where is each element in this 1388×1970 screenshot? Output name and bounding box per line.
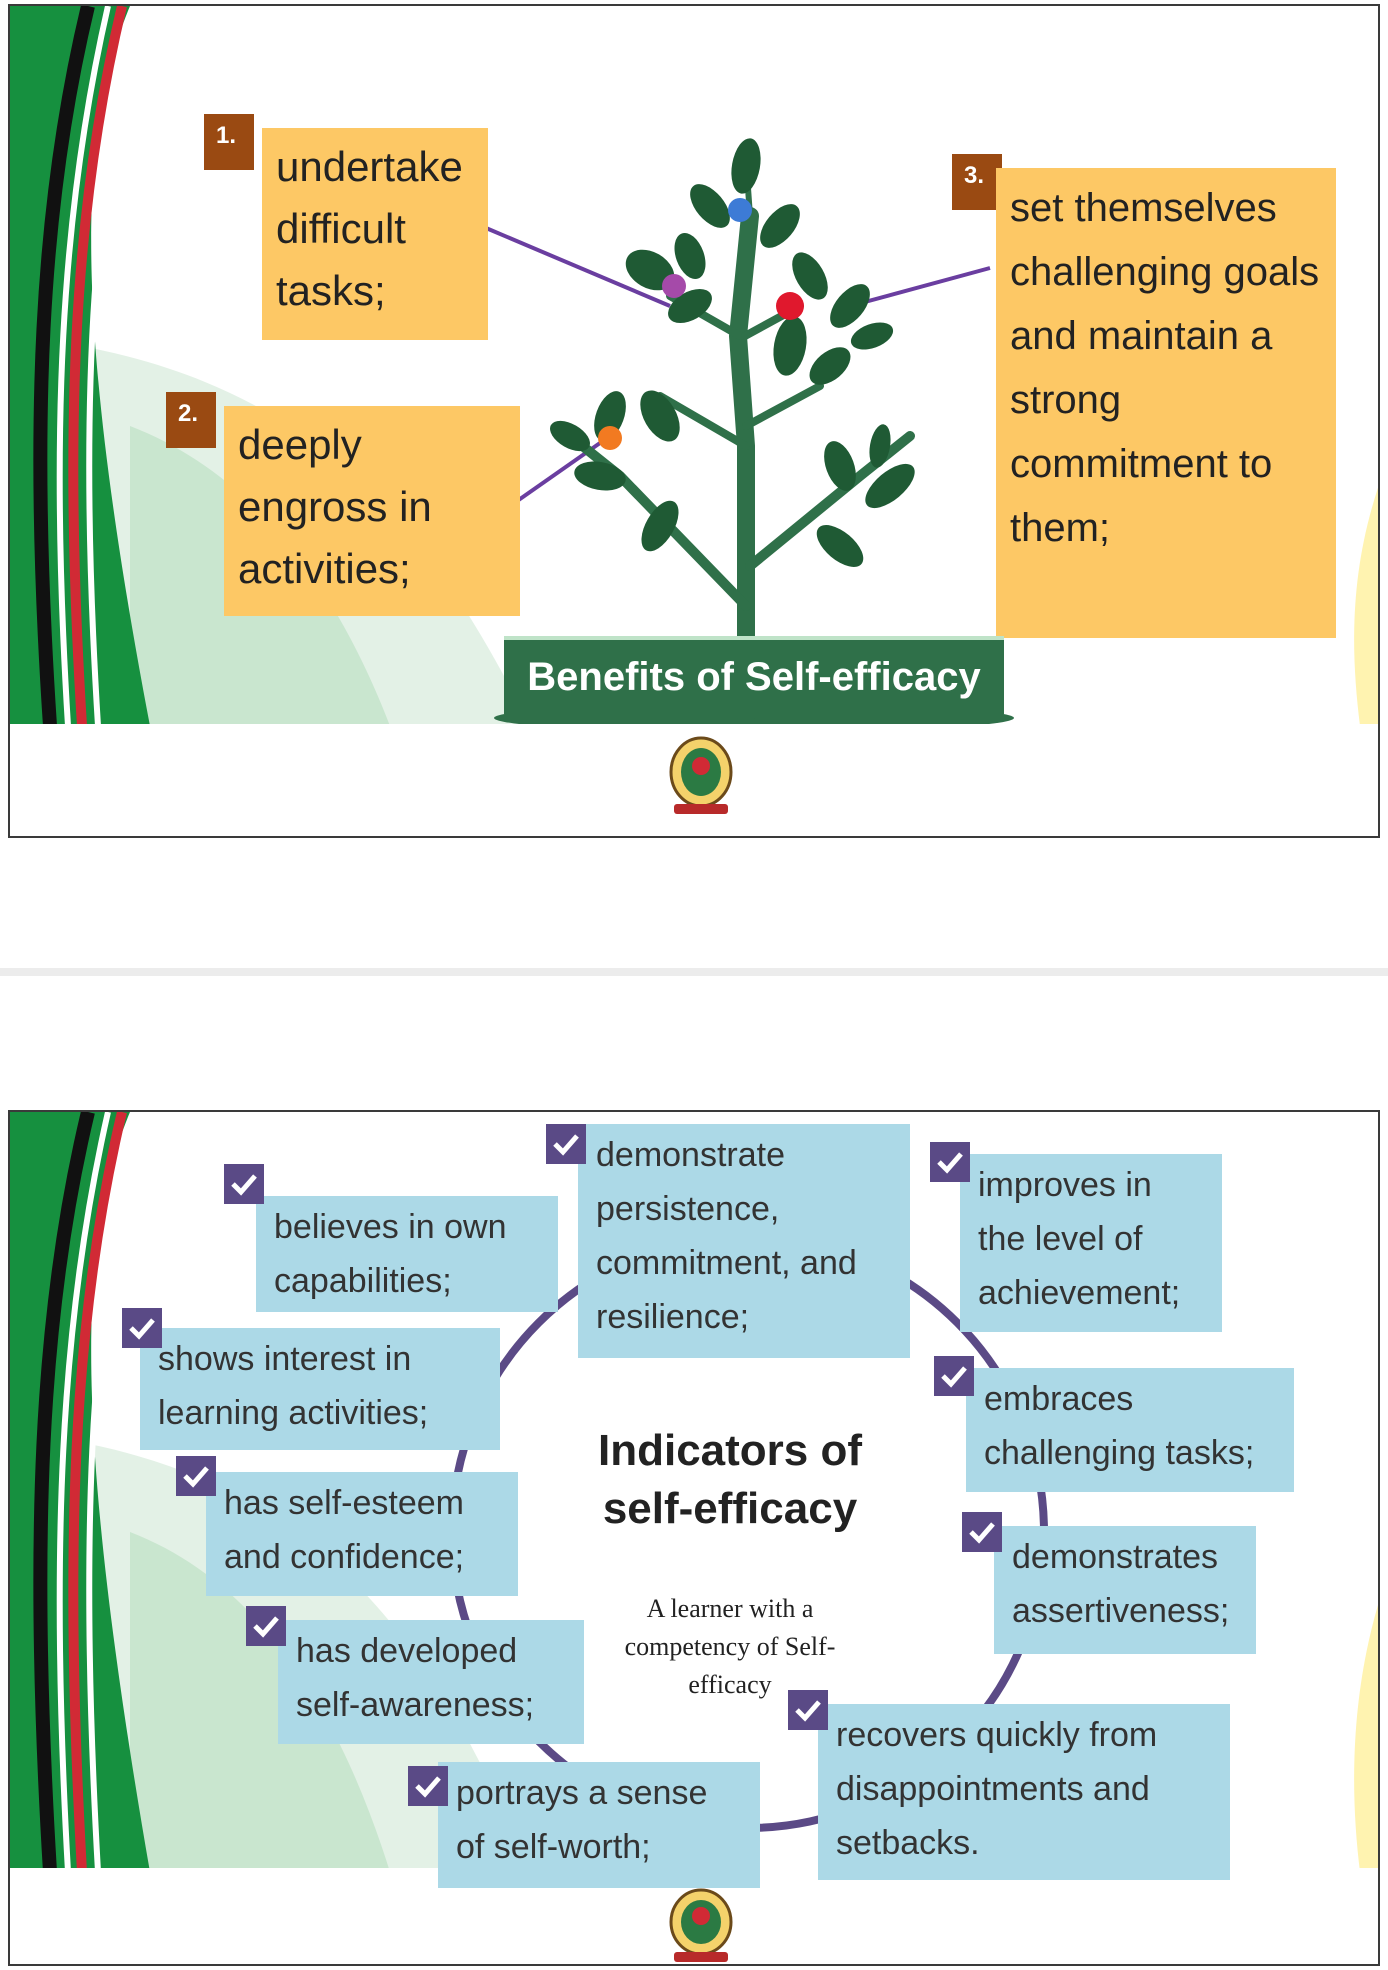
coat-of-arms-logo [669, 1888, 733, 1962]
indicator-box-6: has self-esteem and confidence; [206, 1472, 518, 1596]
check-icon [962, 1512, 1002, 1552]
check-icon [930, 1142, 970, 1182]
indicator-box-1: believes in own capabilities; [256, 1196, 558, 1312]
check-icon [408, 1766, 448, 1806]
slide-title-banner: Benefits of Self-efficacy [504, 636, 1004, 714]
number-badge-2: 2. [166, 392, 216, 448]
indicator-box-9: recovers quickly from disappointments an… [818, 1704, 1230, 1880]
check-icon [546, 1124, 586, 1164]
page-separator [0, 968, 1388, 976]
number-badge-1: 1. [204, 114, 254, 170]
slide-title: Indicators of self-efficacy [597, 1426, 863, 1533]
benefit-box-1: undertake difficult tasks; [262, 128, 488, 340]
benefit-box-2: deeply engross in activities; [224, 406, 520, 616]
indicator-box-5: embraces challenging tasks; [966, 1368, 1294, 1492]
tree-illustration [565, 143, 915, 727]
check-icon [246, 1606, 286, 1646]
coat-of-arms-logo [669, 736, 733, 814]
indicator-box-4: shows interest in learning activities; [140, 1328, 500, 1450]
slide-benefits: 1. undertake difficult tasks; 2. deeply … [8, 4, 1380, 838]
check-icon [176, 1456, 216, 1496]
slide-subtitle: A learner with a competency of Self-effi… [624, 1594, 836, 1699]
check-icon [122, 1308, 162, 1348]
indicator-box-8: has developed self-awareness; [278, 1620, 584, 1744]
check-icon [224, 1164, 264, 1204]
slide-indicators: Indicators of self-efficacy A learner wi… [8, 1110, 1380, 1966]
indicator-box-7: demonstrates assertiveness; [994, 1526, 1256, 1654]
indicator-box-2: demonstrate persistence, commitment, and… [578, 1124, 910, 1358]
benefit-box-3: set themselves challenging goals and mai… [996, 168, 1336, 638]
indicator-box-10: portrays a sense of self-worth; [438, 1762, 760, 1888]
decorative-background [10, 1112, 1378, 1873]
check-icon [934, 1356, 974, 1396]
indicator-box-3: improves in the level of achievement; [960, 1154, 1222, 1332]
number-badge-3: 3. [952, 154, 1002, 210]
check-icon [788, 1690, 828, 1730]
